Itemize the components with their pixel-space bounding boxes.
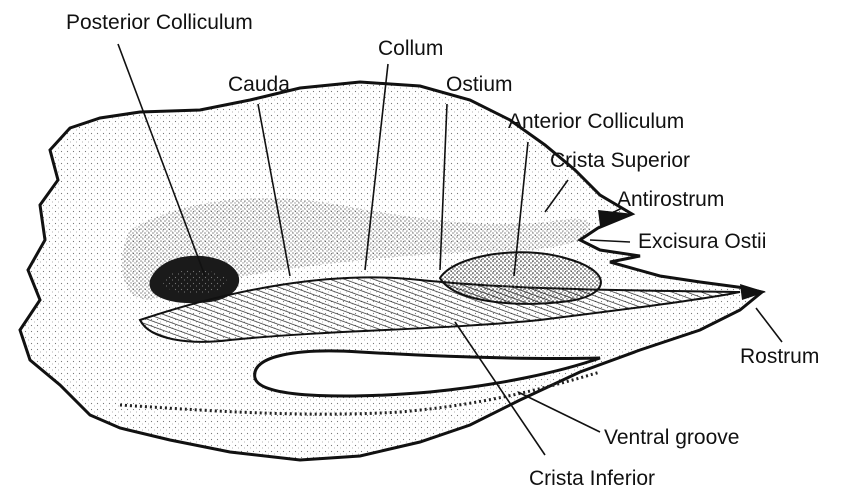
label-collum: Collum	[378, 38, 443, 59]
label-cauda: Cauda	[228, 74, 290, 95]
anterior-colliculum-inner	[492, 266, 564, 290]
leader-excisura-ostii	[590, 240, 630, 242]
label-ventral-groove: Ventral groove	[604, 427, 739, 448]
label-rostrum: Rostrum	[740, 346, 819, 367]
label-crista-inferior: Crista Inferior	[529, 468, 655, 489]
label-excisura-ostii: Excisura Ostii	[638, 231, 766, 252]
label-ostium: Ostium	[446, 74, 513, 95]
posterior-colliculum-inner	[163, 270, 227, 294]
label-crista-superior: Crista Superior	[550, 150, 690, 171]
label-anterior-colliculum: Anterior Colliculum	[508, 111, 684, 132]
leader-rostrum	[756, 308, 782, 342]
label-posterior-colliculum: Posterior Colliculum	[66, 12, 253, 33]
leader-ventral-groove	[518, 392, 600, 432]
label-antirostrum: Antirostrum	[617, 189, 724, 210]
ventral-groove-shape	[255, 351, 600, 396]
